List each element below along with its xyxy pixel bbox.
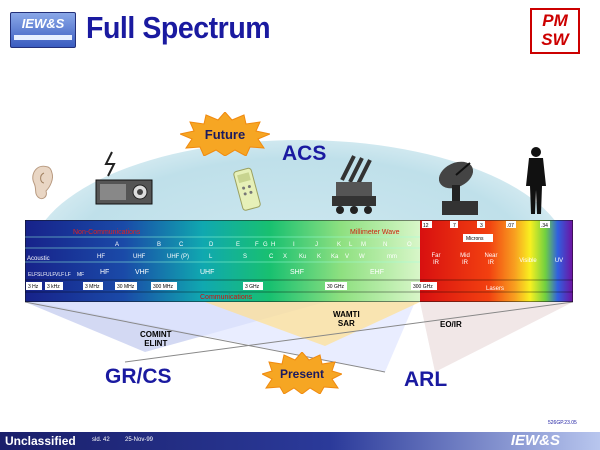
freq-tick: 30 GHz — [327, 284, 344, 290]
ear-icon — [32, 165, 53, 200]
page-title: Full Spectrum — [86, 10, 271, 45]
footer-brand: IEW&S — [510, 432, 560, 449]
comm-band: EHF — [370, 269, 384, 276]
comm-label: Communications — [200, 294, 253, 301]
freq-tick: 3 kHz — [47, 284, 60, 290]
lasers-label: Lasers — [486, 286, 504, 292]
radar-band: V — [345, 254, 349, 260]
radar-band: L — [209, 254, 213, 260]
band-letter: G — [263, 242, 268, 248]
band-letter: H — [271, 242, 275, 248]
slide-number: sld. 42 — [92, 437, 110, 443]
ir-tick: 3 — [480, 223, 483, 229]
present-label: Present — [280, 367, 324, 381]
radar-band: Ka — [331, 254, 339, 260]
comm-band: SHF — [290, 269, 304, 276]
comm-band: ULF — [46, 272, 55, 278]
wamti-sar-label: WAMTI SAR — [333, 310, 360, 328]
pmsw-logo-line1: PM — [542, 11, 568, 30]
pmsw-logo-line2: SW — [541, 30, 569, 49]
optical-band — [420, 220, 573, 302]
classification-label: Unclassified — [5, 434, 76, 448]
iews-logo-text: IEW&S — [21, 16, 65, 31]
comm-band: HF — [100, 269, 109, 276]
comm-band: MF — [77, 272, 84, 278]
sam-launcher-icon — [332, 155, 376, 214]
acoustic-label: Acoustic — [27, 256, 50, 262]
eoir-label: EO/IR — [440, 320, 462, 329]
radar-band: K — [317, 254, 321, 260]
phone-icon — [233, 167, 261, 211]
satellite-dish-icon — [438, 161, 478, 215]
comm-band: VHF — [135, 269, 149, 276]
comm-band: SLF — [37, 272, 46, 278]
radar-band: UHF — [133, 254, 146, 260]
freq-tick: 3 MHz — [85, 284, 100, 290]
comm-band: LF — [65, 272, 71, 278]
radar-band: mm — [387, 254, 397, 260]
arl-label: ARL — [404, 368, 448, 391]
band-letter: B — [157, 242, 161, 248]
freq-tick: 300 MHz — [153, 284, 174, 290]
present-burst: Present — [262, 352, 342, 394]
radar-band: Ku — [299, 254, 306, 260]
slide-date: 25-Nov-99 — [125, 437, 154, 443]
footer-bar: Unclassified sld. 42 25-Nov-99 IEW&S — [0, 432, 600, 450]
band-letter: L — [349, 242, 353, 248]
band-letter: J — [315, 242, 318, 248]
band-letter: O — [407, 242, 412, 248]
band-letter: C — [179, 242, 184, 248]
spectrum-chart: Non-Communications Millimeter Wave Commu… — [25, 220, 573, 302]
radar-band: W — [359, 254, 365, 260]
band-letter: D — [209, 242, 214, 248]
band-letter: I — [293, 242, 295, 248]
grcs-label: GR/CS — [105, 365, 172, 388]
band-letter: K — [337, 242, 341, 248]
iews-logo-strip — [14, 35, 72, 40]
comm-band: ELF — [28, 272, 37, 278]
ir-tick: 12 — [423, 223, 429, 229]
ir-tick: .34 — [541, 223, 548, 229]
band-letter: N — [383, 242, 387, 248]
uv-label: UV — [555, 258, 563, 264]
future-burst: Future — [180, 112, 270, 156]
ir-tick: 7 — [453, 223, 456, 229]
iews-logo: IEW&S — [10, 12, 76, 48]
band-letter: A — [115, 242, 119, 248]
band-letter: M — [361, 242, 366, 248]
soldier-icon — [526, 147, 546, 214]
freq-tick: 30 MHz — [117, 284, 135, 290]
freq-tick: 3 Hz — [28, 284, 39, 290]
ir-tick: .07 — [507, 223, 514, 229]
radio-icon — [95, 151, 153, 205]
band-letter: E — [236, 242, 240, 248]
freq-tick: 3 GHz — [245, 284, 260, 290]
microns-label: Microns — [466, 236, 484, 242]
radar-band: UHF (P) — [167, 254, 189, 260]
radar-band: HF — [97, 254, 105, 260]
visible-label: Visible — [519, 258, 537, 264]
mmwave-label: Millimeter Wave — [350, 229, 400, 236]
radar-band: S — [243, 254, 247, 260]
comm-band: UHF — [200, 269, 214, 276]
slide-code: 526GP.23.05 — [548, 420, 577, 426]
radar-band: X — [283, 254, 287, 260]
radar-band: C — [269, 254, 274, 260]
comm-band: VLF — [55, 272, 64, 278]
non-comm-label: Non-Communications — [73, 229, 141, 236]
band-letter: F — [255, 242, 259, 248]
future-label: Future — [205, 127, 245, 142]
comint-elint-label: COMINT ELINT — [140, 330, 172, 348]
pmsw-logo: PM SW — [530, 8, 580, 54]
acs-label: ACS — [282, 142, 327, 165]
freq-tick: 300 GHz — [413, 284, 433, 290]
